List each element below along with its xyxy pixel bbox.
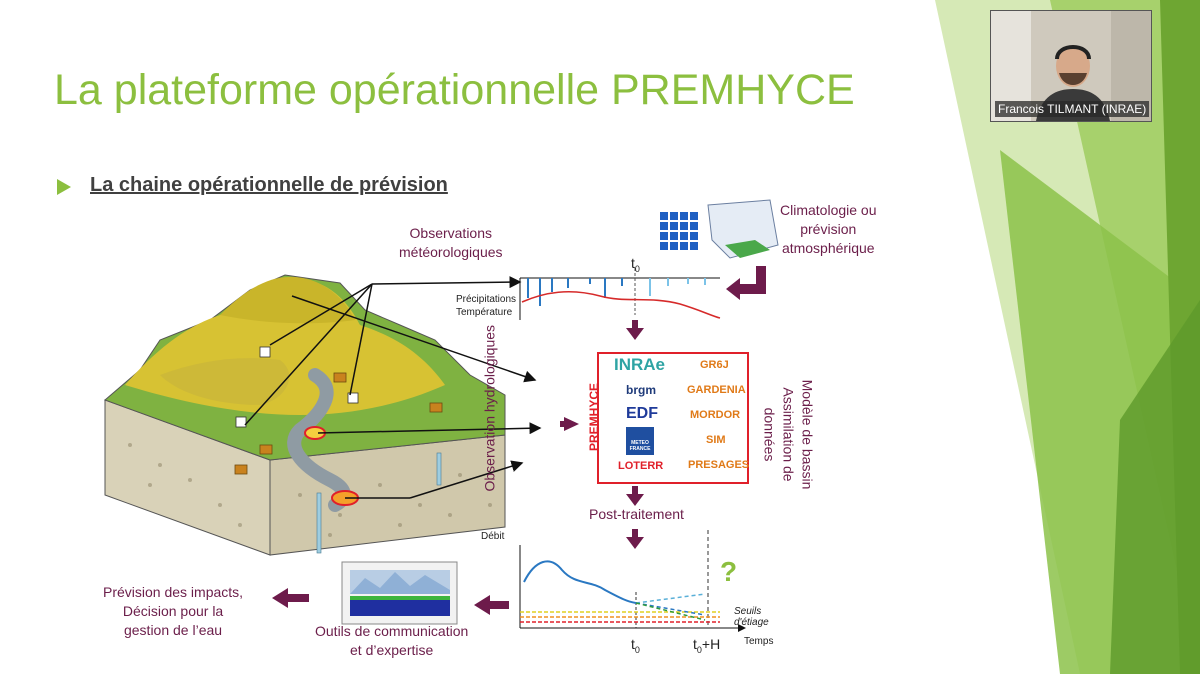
climatology-line1: Climatologie ou [780,202,877,218]
premhyce-label: PREMHYCE [587,382,602,452]
temperature-label: Température [456,307,513,318]
org-edf: EDF [626,405,658,422]
t0-label-meteo: t0 [631,255,640,274]
watershed-illustration [104,274,506,556]
model-sim: SIM [706,434,726,446]
meteo-observations-line1: Observations [409,225,492,241]
t0-subscript: 0 [634,263,640,274]
thresholds-line1: Seuils [734,606,762,617]
bullet-arrow-icon [57,179,71,195]
bullet-heading: La chaine opérationnelle de prévision [90,174,448,196]
communication-tools-line1: Outils de communication [315,623,469,639]
climatology-label: Climatologie ou prévision atmosphérique [780,201,877,258]
org-loterr: LOTERR [618,460,664,472]
model-mordor: MORDOR [690,409,741,421]
meteo-observations-label: Observations météorologiques [399,224,503,262]
communication-tools-line2: et d’expertise [350,642,434,658]
thresholds-label: Seuils d'étiage [734,606,769,628]
t0H-suffix: +H [701,636,721,652]
t0H-label: t0+H [693,636,720,655]
org-meteo-france: METEO FRANCE [629,440,651,452]
model-presages: PRESAGES [688,459,750,471]
debit-axis-label: Débit [481,531,505,542]
impact-forecast-line2: Décision pour la [122,603,224,619]
meteo-observations-line2: météorologiques [399,244,503,260]
hydro-observation-label: Observation hydrologiques [481,324,498,492]
post-processing-label: Post-traitement [589,506,684,522]
model-side-line1: Modèle de bassin [799,379,816,490]
t0-letter: t [631,255,635,271]
slide-title: La plateforme opérationnelle PREMHYCE [54,66,855,114]
model-side-line2: Assimilation de [780,387,797,482]
impact-forecast-line3: gestion de l’eau [123,622,223,638]
t0H-letter: t [693,636,697,652]
org-meteo-france-logo [626,427,654,455]
impact-forecast-label: Prévision des impacts, Décision pour la … [103,583,243,640]
t0H-subscript: 0 [696,644,702,655]
impact-forecast-line1: Prévision des impacts, [103,584,244,600]
participant-video-tile[interactable]: Francois TILMANT (INRAE) [990,10,1152,122]
t0-subscript-hydro: 0 [634,644,640,655]
climatology-line2: prévision [800,221,857,237]
org-brgm: brgm [626,383,656,397]
communication-tools-label: Outils de communication et d’expertise [315,622,468,660]
model-side-label: Modèle de bassin Assimilation de données [760,355,817,515]
question-mark: ? [720,556,738,587]
climatology-line3: atmosphérique [781,240,875,256]
participant-name: Francois TILMANT (INRAE) [995,101,1150,117]
t0-letter-hydro: t [631,636,635,652]
t0-label-hydro: t0 [631,636,640,655]
model-gr6j: GR6J [700,359,729,371]
model-side-line3: données [761,407,778,462]
time-axis-label: Temps [744,636,774,647]
model-gardenia: GARDENIA [687,384,746,396]
thresholds-line2: d'étiage [734,617,769,628]
org-inrae: INRAe [614,355,666,374]
precipitation-label: Précipitations [456,294,517,305]
